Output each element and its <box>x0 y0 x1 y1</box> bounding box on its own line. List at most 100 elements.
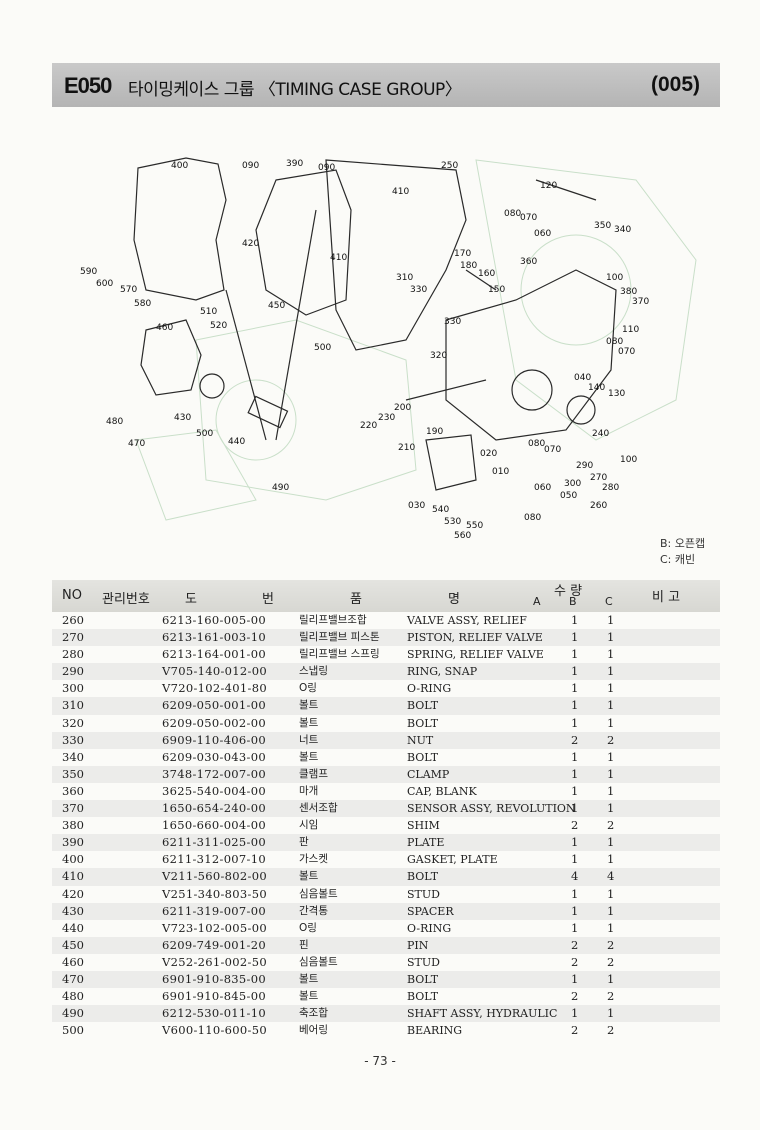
callout-label: 500 <box>314 343 331 353</box>
parts-table-header: NO 관리번호 도 번 품 명 수 량 A B C 비 고 <box>52 580 720 612</box>
callout-label: 300 <box>564 479 581 489</box>
qty-c: 1 <box>607 681 615 696</box>
section-page-code: (005) <box>650 73 700 96</box>
english-name: BOLT <box>407 990 439 1004</box>
callout-label: 370 <box>632 297 649 307</box>
callout-label: 080 <box>528 439 545 449</box>
english-name: STUD <box>407 955 440 969</box>
part-number: 1650-654-240-00 <box>162 801 266 816</box>
qty-b: 1 <box>571 664 579 679</box>
part-no: 270 <box>62 630 84 645</box>
callout-label: 160 <box>478 269 495 279</box>
callout-label: 080 <box>524 513 541 523</box>
col-c: C <box>605 595 613 608</box>
part-no: 310 <box>62 698 84 713</box>
english-name: BOLT <box>407 699 439 713</box>
callout-label: 270 <box>590 473 607 483</box>
part-number: 1650-660-004-00 <box>162 818 266 833</box>
callout-label: 350 <box>594 221 611 231</box>
qty-c: 1 <box>607 783 615 798</box>
legend-b: B: 오픈캡 <box>660 537 706 550</box>
callout-label: 130 <box>608 389 625 399</box>
callout-label: 070 <box>520 213 537 223</box>
section-title: 타이밍케이스 그룹 〈TIMING CASE GROUP〉 <box>128 80 462 100</box>
qty-c: 1 <box>607 647 615 662</box>
part-no: 340 <box>62 749 84 764</box>
qty-c: 4 <box>607 869 615 884</box>
callout-label: 290 <box>576 461 593 471</box>
callout-label: 590 <box>80 267 97 277</box>
korean-name: 볼트 <box>299 750 319 763</box>
english-name: CLAMP <box>407 767 450 781</box>
part-number: 3625-540-004-00 <box>162 783 266 798</box>
part-number: 6909-110-406-00 <box>162 732 266 747</box>
callout-label: 190 <box>426 427 443 437</box>
qty-c: 1 <box>607 1006 615 1021</box>
callout-label: 110 <box>622 325 639 335</box>
gasket-plate-shape <box>133 157 227 301</box>
part-number: V723-102-005-00 <box>162 920 267 935</box>
pump-bearing-shape <box>199 373 225 399</box>
callout-label: 490 <box>272 483 289 493</box>
korean-name: O링 <box>299 682 317 695</box>
col-beon: 번 <box>262 592 274 607</box>
part-no: 420 <box>62 886 84 901</box>
qty-b: 2 <box>571 732 579 747</box>
english-name: SENSOR ASSY, REVOLUTION <box>407 802 576 816</box>
callout-label: 100 <box>606 273 623 283</box>
part-number: 6211-319-007-00 <box>162 903 266 918</box>
qty-b: 1 <box>571 801 579 816</box>
callout-label: 530 <box>444 517 461 527</box>
callout-label: 330 <box>410 285 427 295</box>
part-no: 410 <box>62 869 84 884</box>
callout-label: 450 <box>268 301 285 311</box>
callout-label: 420 <box>242 239 259 249</box>
korean-name: O링 <box>299 921 317 934</box>
callout-label: 320 <box>430 351 447 361</box>
callout-label: 030 <box>408 501 425 511</box>
korean-name: 볼트 <box>299 870 319 883</box>
qty-b: 2 <box>571 989 579 1004</box>
qty-b: 1 <box>571 783 579 798</box>
part-no: 400 <box>62 852 84 867</box>
part-no: 280 <box>62 647 84 662</box>
qty-c: 2 <box>607 989 615 1004</box>
plate-shape <box>255 169 352 316</box>
part-number: 6211-311-025-00 <box>162 835 266 850</box>
callout-label: 060 <box>534 483 551 493</box>
part-number: 6209-050-002-00 <box>162 715 266 730</box>
part-number: 6209-749-001-20 <box>162 937 266 952</box>
qty-b: 1 <box>571 852 579 867</box>
qty-c: 1 <box>607 852 615 867</box>
timing-case-shape <box>445 269 617 441</box>
hydraulic-shaft-shape <box>247 395 289 429</box>
qty-b: 2 <box>571 1023 579 1038</box>
part-number: V705-140-012-00 <box>162 664 267 679</box>
korean-name: 릴리프밸브 피스톤 <box>299 631 380 644</box>
callout-label: 240 <box>592 429 609 439</box>
korean-name: 볼트 <box>299 990 319 1003</box>
part-number: V251-340-803-50 <box>162 886 267 901</box>
timing-case-gasket-shape <box>325 159 467 351</box>
korean-name: 시임 <box>299 819 319 832</box>
callout-label: 250 <box>441 161 458 171</box>
english-name: SHIM <box>407 819 440 833</box>
col-mgmt: 관리번호 <box>102 592 150 607</box>
qty-b: 1 <box>571 613 579 627</box>
callout-label: 430 <box>174 413 191 423</box>
qty-c: 1 <box>607 801 615 816</box>
col-do: 도 <box>185 592 197 607</box>
